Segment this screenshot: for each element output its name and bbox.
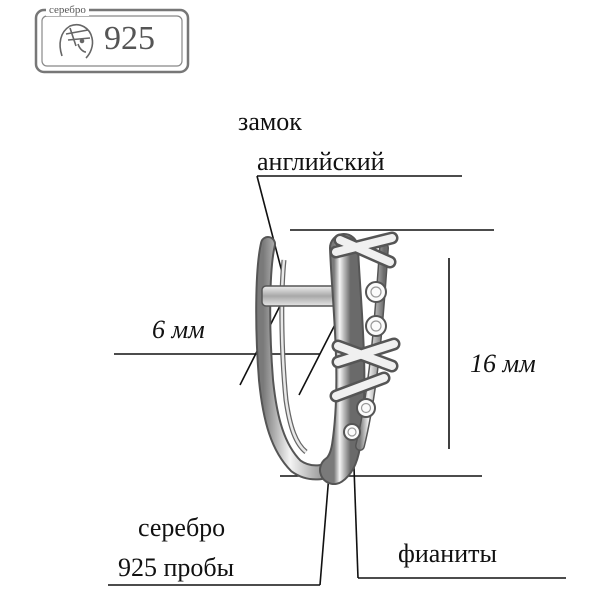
stamp-number: 925 xyxy=(104,20,155,57)
lock-label-line1: замок xyxy=(238,107,302,136)
stones-label: фианиты xyxy=(398,539,497,568)
silver-label-line2: 925 пробы xyxy=(118,553,235,582)
width-dimension-label: 6 мм xyxy=(152,315,205,344)
silver-label-line1: серебро xyxy=(138,513,226,542)
hallmark-stamp xyxy=(34,8,190,74)
cubic-zirconia-stones xyxy=(343,281,387,441)
stamp-small-text: серебро xyxy=(46,4,89,16)
lock-label-line2: английский xyxy=(257,147,385,176)
callout-lines xyxy=(108,175,566,586)
earring-image xyxy=(255,231,401,485)
hallmark-head-icon xyxy=(59,23,94,59)
height-dimension-label: 16 мм xyxy=(470,349,536,378)
lock-leader-diagonal xyxy=(256,175,284,277)
